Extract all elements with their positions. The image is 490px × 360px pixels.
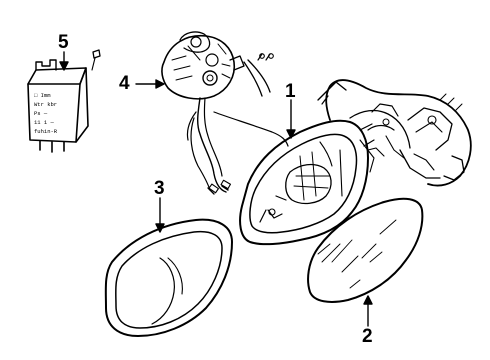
arrowhead-4 xyxy=(155,79,165,89)
callout-number-2: 2 xyxy=(362,326,373,347)
relay-label-line-5: fuhin-R xyxy=(34,128,58,135)
callout-number-4: 4 xyxy=(119,73,130,94)
arrowhead-3 xyxy=(155,223,165,233)
arrowhead-1 xyxy=(286,129,296,139)
callout-number-1: 1 xyxy=(285,81,296,102)
callout-number-5: 5 xyxy=(58,32,69,53)
housing-part-1 xyxy=(239,79,472,246)
relay-label-line-3: Ps — xyxy=(34,110,48,117)
glass-part-2 xyxy=(307,197,424,303)
callout-number-3: 3 xyxy=(154,178,165,199)
relay-label-line-2: Wtr kbr xyxy=(34,101,57,108)
leader-lines xyxy=(59,51,373,327)
relay-label-line-1: □ Imm xyxy=(34,92,51,99)
arrowhead-5 xyxy=(59,61,69,71)
relay-label: □ Imm Wtr kbr Ps — 11 1 — fuhin-R xyxy=(34,92,58,135)
relay-label-line-4: 11 1 — xyxy=(34,119,55,126)
arrowhead-2 xyxy=(363,295,373,305)
relay-part-5: □ Imm Wtr kbr Ps — 11 1 — fuhin-R xyxy=(27,49,101,153)
bezel-part-3 xyxy=(104,218,233,337)
